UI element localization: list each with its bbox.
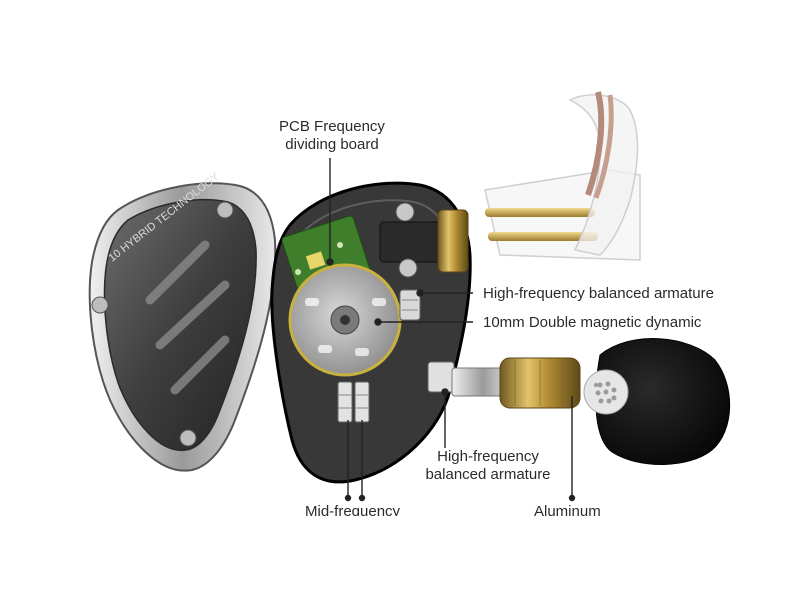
label-hf-ba-bottom-line2: balanced armature — [425, 466, 551, 483]
balanced-armature-top — [399, 289, 421, 321]
label-pcb-line1: PCB Frequency — [279, 118, 385, 135]
balanced-armature-mid — [337, 381, 370, 423]
label-pcb-line2: dividing board — [285, 136, 379, 153]
label-hf-ba-bottom-line1: High-frequency — [437, 448, 539, 465]
label-pcb: PCB Frequency dividing board — [262, 118, 402, 154]
eartip — [583, 338, 731, 466]
label-hf-ba-bottom: High-frequency balanced armature — [408, 448, 568, 484]
dynamic-driver — [288, 263, 402, 377]
balanced-armature-bottom — [427, 361, 455, 393]
screw-icon — [91, 296, 109, 314]
faceplate: 10 HYBRID TECHNOLOGY — [88, 170, 277, 472]
label-dynamic: 10mm Double magnetic dynamic — [483, 314, 702, 331]
label-aluminum: Aluminum — [534, 503, 601, 516]
nozzle — [451, 357, 581, 409]
leader-lines — [326, 158, 576, 502]
screw-icon — [179, 429, 197, 447]
label-hf-ba-top: High-frequency balanced armature — [483, 285, 714, 302]
screw-icon — [216, 201, 234, 219]
cable-connector — [484, 91, 641, 261]
label-mid: Mid-frequency — [305, 503, 401, 516]
connector-socket — [379, 202, 469, 278]
